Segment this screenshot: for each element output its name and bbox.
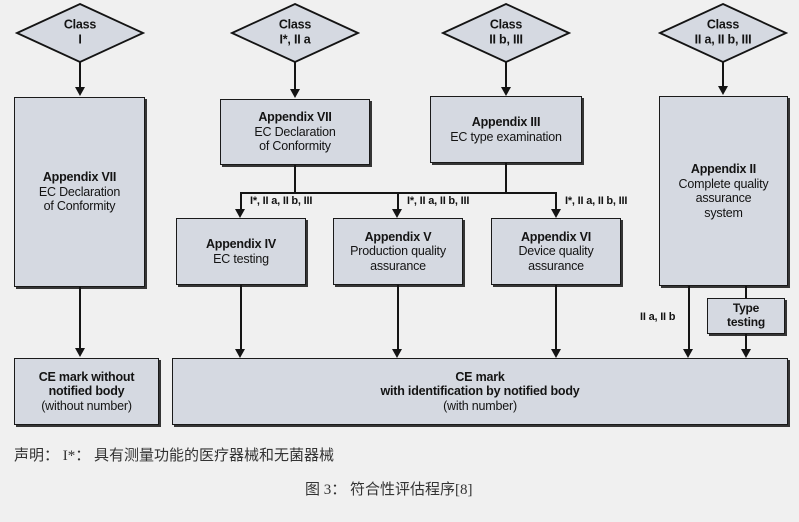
box-appendix-vii-mid-title: Appendix VII [258, 110, 332, 125]
arrowhead-class-iia-to-appendix-ii [717, 86, 728, 95]
connector-appendix-iii-stub [505, 163, 507, 193]
box-ce-with-line3: (with number) [443, 398, 517, 413]
box-appendix-vi-line1: Device quality [518, 244, 594, 259]
box-appendix-vii-mid[interactable]: Appendix VII EC Declaration of Conformit… [220, 99, 370, 165]
box-ce-with-line1: CE mark [455, 369, 505, 384]
connector-class-iib-to-appendix-iii [505, 60, 507, 88]
box-appendix-vi-line2: assurance [528, 258, 584, 273]
box-ce-mark-without-notified-body[interactable]: CE mark without notified body (without n… [14, 358, 159, 425]
connector-class-iia-to-appendix-ii [722, 60, 724, 87]
figure-caption: 图 3： 符合性评估程序[8] [305, 482, 473, 498]
arrowhead-appendix-vii-left-to-ce-without [74, 348, 85, 357]
diamond-class-i-star-iia[interactable]: Class I*, II a [230, 2, 360, 64]
footnote-text: 声明： I*： 具有测量功能的医疗器械和无菌器械 [14, 448, 334, 464]
diamond-class-iia-iib-iii[interactable]: Class II a, II b, III [658, 2, 788, 64]
box-appendix-v-line2: assurance [370, 258, 426, 273]
box-appendix-ii-line2: assurance [695, 191, 752, 205]
diamond-class-iib-iii[interactable]: Class II b, III [441, 2, 571, 64]
diamond-shape-icon [441, 3, 571, 63]
arrowhead-class-ia-to-appendix-vii-mid [289, 89, 300, 98]
arrowhead-appendix-iv-to-ce [235, 349, 246, 358]
box-appendix-ii[interactable]: Appendix II Complete quality assurance s… [659, 96, 788, 286]
arrowhead-appendix-vi [550, 209, 561, 218]
diamond-shape-icon [15, 3, 145, 63]
box-appendix-vi-title: Appendix VI [520, 229, 592, 244]
box-appendix-iv[interactable]: Appendix IV EC testing [176, 218, 306, 285]
arrowhead-appendix-iv [235, 209, 246, 218]
box-type-testing-line2: testing [727, 315, 765, 329]
box-type-testing-line1: Type [732, 301, 760, 316]
box-ce-with-line2: with identification by notified body [380, 384, 580, 399]
diamond-class-i[interactable]: Class I [15, 2, 145, 64]
connector-type-testing-to-ce [745, 334, 747, 352]
box-appendix-iii[interactable]: Appendix III EC type examination [430, 96, 582, 163]
connector-class-ia-to-appendix-vii-mid [294, 60, 296, 90]
arrowhead-appendix-v-to-ce [392, 349, 403, 358]
box-appendix-vii-mid-line1: EC Declaration [254, 124, 336, 139]
box-type-testing[interactable]: Type testing [707, 298, 785, 334]
connector-bus-drop-appendix-v [397, 192, 399, 212]
arrowhead-appendix-ii-direct [683, 349, 694, 358]
box-appendix-v[interactable]: Appendix V Production quality assurance [333, 218, 463, 285]
arrowhead-class-iib-to-appendix-iii [500, 87, 511, 96]
box-appendix-v-title: Appendix V [364, 229, 432, 244]
box-appendix-iv-title: Appendix IV [205, 237, 277, 251]
connector-appendix-v-to-ce [397, 285, 399, 352]
box-appendix-ii-line1: Complete quality [678, 176, 769, 191]
box-ce-without-line2: notified body [48, 384, 125, 399]
connector-appendix-ii-direct-vertical [688, 286, 690, 352]
arrowhead-appendix-v [392, 209, 403, 218]
edge-label-to-appendix-vi: I*, II a, II b, III [565, 195, 628, 207]
box-appendix-iii-line1: EC type examination [450, 129, 562, 144]
connector-class-i-to-appendix-vii [79, 60, 81, 88]
edge-label-to-appendix-v: I*, II a, II b, III [407, 195, 470, 207]
diamond-shape-icon [230, 3, 360, 63]
connector-bus-drop-appendix-vi [555, 192, 557, 212]
box-appendix-vi[interactable]: Appendix VI Device quality assurance [491, 218, 621, 285]
box-appendix-vii-left[interactable]: Appendix VII EC Declaration of Conformit… [14, 97, 145, 287]
connector-appendix-iv-to-ce [240, 285, 242, 352]
arrowhead-appendix-vi-to-ce [550, 349, 561, 358]
box-ce-without-line3: (without number) [41, 398, 132, 413]
box-appendix-ii-title: Appendix II [690, 162, 757, 176]
box-appendix-vii-left-line2: of Conformity [43, 199, 116, 214]
arrowhead-class-i-to-appendix-vii [74, 87, 85, 96]
box-appendix-vii-left-title: Appendix VII [42, 170, 117, 185]
box-ce-without-line1: CE mark without [38, 369, 135, 384]
box-appendix-v-line1: Production quality [350, 244, 446, 259]
box-appendix-ii-line3: system [704, 205, 743, 220]
edge-label-to-appendix-iv: I*, II a, II b, III [250, 195, 313, 207]
box-appendix-vii-left-line1: EC Declaration [38, 184, 121, 199]
arrowhead-type-testing-to-ce [740, 349, 751, 358]
connector-appendix-ii-to-type-testing [745, 286, 747, 298]
connector-appendix-vi-to-ce [555, 285, 557, 352]
box-appendix-iii-title: Appendix III [471, 115, 541, 129]
diamond-shape-icon [658, 3, 788, 63]
box-appendix-iv-line1: EC testing [213, 251, 269, 266]
connector-appendix-vii-left-to-ce-without [79, 287, 81, 351]
connector-appendix-vii-mid-stub [294, 165, 296, 193]
connector-bus-drop-appendix-iv [240, 192, 242, 212]
box-appendix-vii-mid-line2: of Conformity [259, 139, 331, 154]
edge-label-appendix-ii-direct: II a, II b [640, 311, 676, 323]
box-ce-mark-with-notified-body[interactable]: CE mark with identification by notified … [172, 358, 788, 425]
